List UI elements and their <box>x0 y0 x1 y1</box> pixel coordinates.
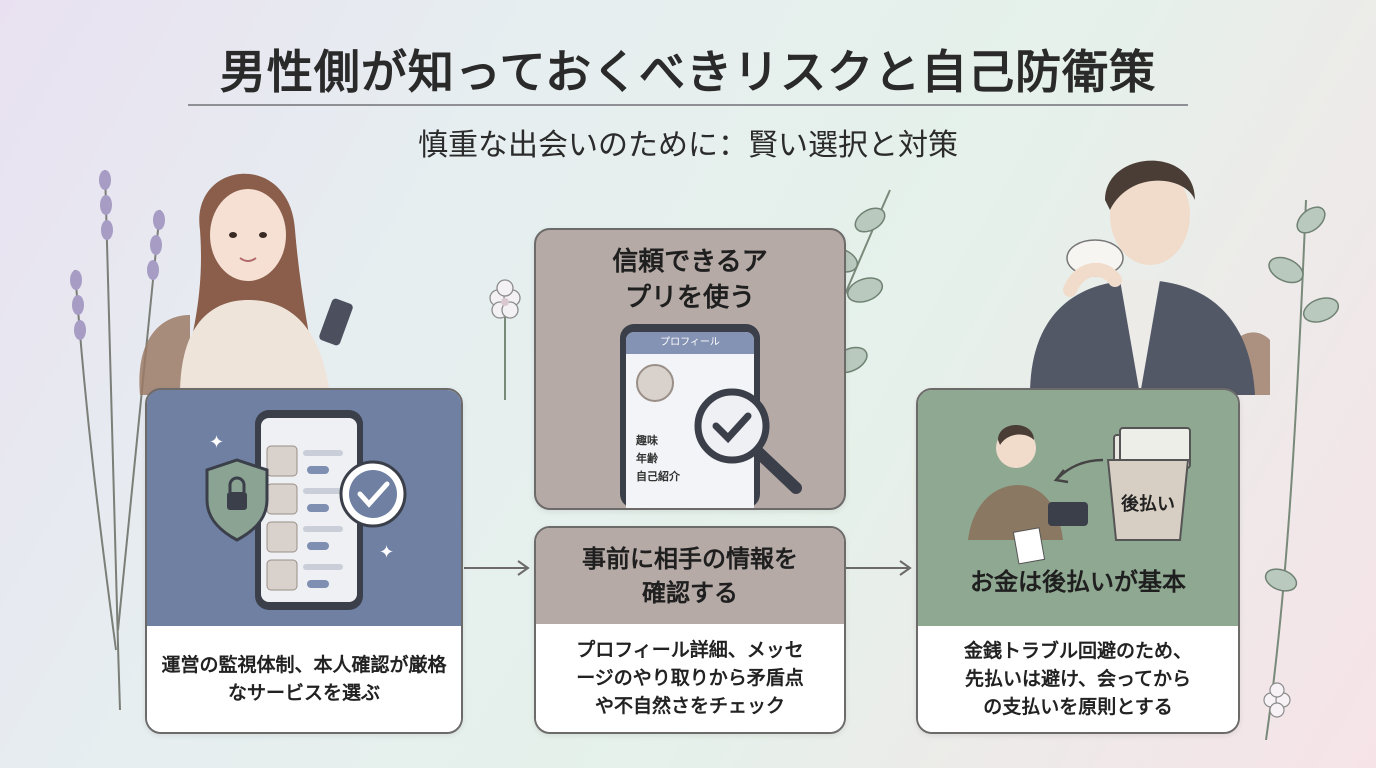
arrow-right-icon <box>846 560 912 576</box>
page-subtitle: 慎重な出会いのために：賢い選択と対策 <box>418 128 958 163</box>
flower-illustration <box>489 279 521 400</box>
profile-field-hobby: 趣味 <box>636 434 658 447</box>
app-card-heading-line2: プリを使う <box>624 283 755 313</box>
avatar <box>636 364 674 402</box>
payment-text-line2: 先払いは避け、会ってから <box>964 668 1192 690</box>
pay-later-label: 後払い <box>1121 494 1175 515</box>
check-info-text: プロフィール詳細、メッセ ージのやり取りから矛盾点 や不自然さをチェック <box>536 624 844 732</box>
payment-card-text: 金銭トラブル回避のため、 先払いは避け、会ってから の支払いを原則とする <box>918 626 1238 732</box>
profile-field-age: 年齢 <box>636 452 658 465</box>
lavender-illustration <box>70 169 165 710</box>
payment-text-line1: 金銭トラブル回避のため、 <box>963 640 1192 662</box>
check-info-heading-line1: 事前に相手の情報を <box>582 545 798 573</box>
arrow-right-icon <box>464 560 530 576</box>
verified-phone-icon: ✦ ✦ <box>205 410 407 610</box>
app-card-heading: 信頼できるア プリを使う <box>536 244 844 316</box>
profile-field-intro: 自己紹介 <box>636 470 680 483</box>
svg-text:✦: ✦ <box>379 542 394 563</box>
check-info-text-line2: ージのやり取りから矛盾点 <box>576 667 804 689</box>
phone-header-bar: プロフィール <box>626 332 754 354</box>
payment-heading: お金は後払いが基本 <box>970 568 1186 596</box>
check-info-text-line1: プロフィール詳細、メッセ <box>576 639 804 661</box>
app-card-heading-line1: 信頼できるア <box>612 247 768 277</box>
service-card-illustration: ✦ ✦ <box>147 390 461 626</box>
page-title: 男性側が知っておくべきリスクと自己防衛策 <box>219 45 1157 99</box>
app-card: 信頼できるア プリを使う プロフィール 趣味 年齢 自己紹介 <box>534 228 846 510</box>
man-illustration <box>1030 160 1270 395</box>
check-info-card: 事前に相手の情報を 確認する プロフィール詳細、メッセ ージのやり取りから矛盾点… <box>534 526 846 734</box>
check-info-text-line3: や不自然さをチェック <box>594 695 785 717</box>
title-divider <box>188 104 1188 106</box>
svg-text:✦: ✦ <box>209 432 224 453</box>
magnifier-check-icon <box>694 388 802 494</box>
eucalyptus-illustration-right <box>1263 199 1340 740</box>
payment-text-line3: の支払いを原則とする <box>983 696 1173 718</box>
payment-card-illustration: 後払い お金は後払いが基本 <box>918 390 1238 626</box>
payment-card: 後払い お金は後払いが基本 金銭トラブル回避のため、 先払いは避け、会ってから … <box>916 388 1240 734</box>
woman-illustration <box>139 173 353 395</box>
service-card-text: 運営の監視体制、本人確認が厳格なサービスを選ぶ <box>147 626 461 732</box>
service-card: ✦ ✦ 運営の監視体制、本人確認が厳格なサービスを選ぶ <box>145 388 463 734</box>
check-info-heading-line2: 確認する <box>642 579 738 607</box>
businessman-payment-icon <box>968 425 1191 565</box>
check-info-heading: 事前に相手の情報を 確認する <box>536 528 844 624</box>
